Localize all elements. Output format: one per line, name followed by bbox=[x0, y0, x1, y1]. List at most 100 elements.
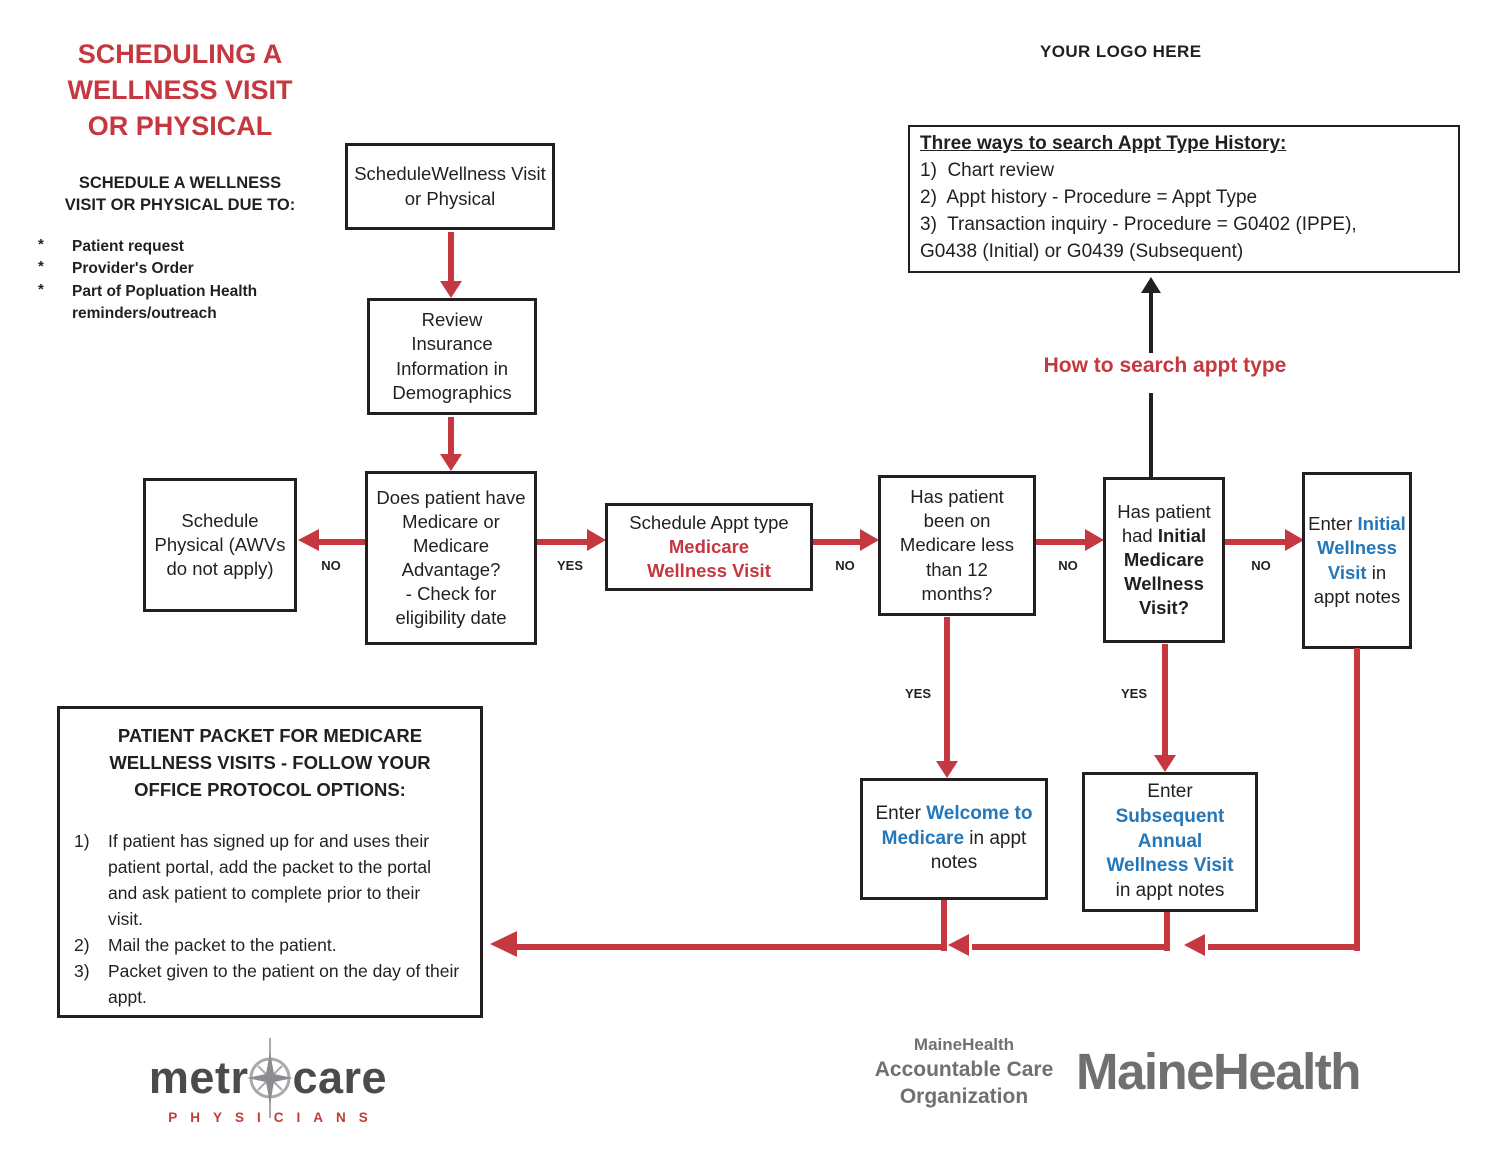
arrow-yes-welcome-shaft bbox=[944, 617, 950, 761]
arrow-up-head bbox=[1141, 277, 1161, 293]
metrocare-word-right: care bbox=[292, 1052, 388, 1103]
arrow-start-to-review-head bbox=[440, 281, 462, 298]
packet-item-text: Mail the packet to the patient. bbox=[108, 935, 337, 955]
connector-subsequent-drop bbox=[1164, 912, 1170, 951]
had-initial-bold: Initial Medicare Wellness Visit? bbox=[1123, 524, 1207, 619]
enter-highlight: Welcome to Medicare bbox=[881, 802, 1033, 849]
arrow-no-enter-initial-head bbox=[1285, 529, 1304, 551]
node-text: Review Insurance Information in Demograp… bbox=[392, 309, 512, 403]
node-medicare-less-12: Has patient been on Medicare less than 1… bbox=[878, 475, 1036, 616]
edge-label-no: NO bbox=[835, 558, 855, 573]
appt-history-title: Three ways to search Appt Type History: bbox=[920, 133, 1287, 154]
node-text: Has patient had Initial Medicare Wellnes… bbox=[1111, 500, 1217, 620]
enter-prefix: Enter bbox=[1308, 513, 1358, 535]
connector-left-run bbox=[516, 944, 945, 950]
reason-bullet-list: * Patient request * Provider's Order * P… bbox=[38, 236, 304, 326]
node-text: Enter Subsequent Annual Wellness Visit i… bbox=[1099, 780, 1241, 903]
aco-logo: MaineHealth Accountable Care Organizatio… bbox=[852, 1034, 1076, 1110]
appt-type-history-box: Three ways to search Appt Type History: … bbox=[908, 125, 1460, 273]
bullet-item: * Provider's Order bbox=[38, 258, 304, 280]
arrow-no-physical-shaft bbox=[316, 539, 365, 545]
bullet-text: Part of Popluation Health reminders/outr… bbox=[72, 282, 258, 323]
node-enter-welcome-medicare: Enter Welcome to Medicare in appt notes bbox=[860, 778, 1048, 900]
packet-item: 2) Mail the packet to the patient. bbox=[74, 933, 466, 959]
node-text: Does patient have Medicare or Medicare A… bbox=[376, 486, 526, 630]
node-enter-subsequent-annual: Enter Subsequent Annual Wellness Visit i… bbox=[1082, 772, 1258, 912]
question-text: Does patient have Medicare or Medicare A… bbox=[376, 486, 526, 580]
arrow-no-less12-shaft bbox=[813, 539, 860, 545]
node-text: Enter Welcome to Medicare in appt notes bbox=[875, 802, 1033, 876]
asterisk-bullet: * bbox=[38, 236, 44, 253]
edge-label-no: NO bbox=[1251, 558, 1271, 573]
appt-type-highlight: Medicare Wellness Visit bbox=[647, 535, 771, 582]
arrow-no-physical-head bbox=[298, 529, 319, 551]
packet-item-number: 1) bbox=[74, 831, 90, 852]
logo-placeholder-text: YOUR LOGO HERE bbox=[1040, 42, 1202, 61]
edge-label-yes: YES bbox=[556, 558, 583, 573]
connector-packet-head bbox=[490, 931, 517, 957]
patient-packet-box: PATIENT PACKET FOR MEDICARE WELLNESS VIS… bbox=[57, 706, 483, 1018]
packet-item-number: 2) bbox=[74, 935, 90, 955]
enter-suffix: in appt notes bbox=[1313, 561, 1401, 607]
appt-history-line: G0438 (Initial) or G0439 (Subsequent) bbox=[920, 240, 1244, 262]
arrow-start-to-review-shaft bbox=[448, 232, 454, 282]
metrocare-physicians-label: PHYSICIANS bbox=[168, 1110, 381, 1125]
packet-item-number: 3) bbox=[74, 960, 90, 981]
node-schedule-wellness: ScheduleWellness Visit or Physical bbox=[345, 143, 555, 230]
connector-initial-drop bbox=[1354, 648, 1360, 951]
packet-title: PATIENT PACKET FOR MEDICARE WELLNESS VIS… bbox=[109, 725, 431, 800]
arrow-yes-appt-shaft bbox=[537, 539, 587, 545]
connector-right-run bbox=[1208, 944, 1357, 950]
node-text: Schedule Appt type Medicare Wellness Vis… bbox=[629, 511, 788, 583]
arrow-yes-appt-head bbox=[587, 529, 606, 551]
arrow-review-to-question-shaft bbox=[448, 417, 454, 455]
packet-item: 3) Packet given to the patient on the da… bbox=[74, 959, 466, 1011]
arrow-yes-subsequent-head bbox=[1154, 755, 1176, 772]
appt-history-line: 2) Appt history - Procedure = Appt Type bbox=[920, 186, 1258, 208]
node-text: ScheduleWellness Visit or Physical bbox=[354, 163, 546, 209]
page-title-line: SCHEDULING A bbox=[77, 39, 283, 69]
connector-welcome-drop bbox=[941, 900, 947, 951]
metrocare-word-left: metr bbox=[148, 1052, 249, 1103]
had-initial-prefix: Has patient had bbox=[1117, 500, 1211, 546]
arrow-no-initial-q-shaft bbox=[1036, 539, 1085, 545]
how-to-search-label: How to search appt type bbox=[1043, 354, 1287, 377]
arrow-no-enter-initial-shaft bbox=[1225, 539, 1285, 545]
appt-type-prefix: Schedule Appt type bbox=[629, 511, 789, 533]
enter-prefix: Enter bbox=[875, 802, 927, 824]
subtitle-line: VISIT OR PHYSICAL DUE TO: bbox=[64, 196, 296, 214]
arrow-up-shaft bbox=[1149, 292, 1153, 353]
subtitle-line: SCHEDULE A WELLNESS bbox=[78, 174, 282, 192]
appt-history-line: 3) Transaction inquiry - Procedure = G04… bbox=[920, 213, 1357, 235]
aco-line: Organization bbox=[899, 1085, 1029, 1108]
edge-label-no: NO bbox=[321, 558, 341, 573]
connector-mid-run bbox=[972, 944, 1167, 950]
arrow-no-initial-q-head bbox=[1085, 529, 1104, 551]
bullet-item: * Part of Popluation Health reminders/ou… bbox=[38, 281, 304, 326]
packet-item-text: Packet given to the patient on the day o… bbox=[108, 960, 460, 1007]
edge-label-no: NO bbox=[1058, 558, 1078, 573]
aco-line: MaineHealth bbox=[913, 1035, 1015, 1054]
node-text: Enter Initial Wellness Visit in appt not… bbox=[1308, 512, 1406, 608]
node-medicare-question: Does patient have Medicare or Medicare A… bbox=[365, 471, 537, 645]
node-schedule-appt-type: Schedule Appt type Medicare Wellness Vis… bbox=[605, 503, 813, 591]
arrow-yes-subsequent-shaft bbox=[1162, 644, 1168, 755]
asterisk-bullet: * bbox=[38, 280, 44, 298]
arrow-no-less12-head bbox=[860, 529, 879, 551]
schedule-due-to-heading: SCHEDULE A WELLNESS VISIT OR PHYSICAL DU… bbox=[30, 172, 330, 216]
bullet-text: Patient request bbox=[72, 238, 184, 255]
connector-mid-head bbox=[948, 934, 969, 956]
metrocare-wordmark: metr care bbox=[118, 1036, 418, 1120]
arrow-review-to-question-head bbox=[440, 454, 462, 471]
node-text: Schedule Physical (AWVs do not apply) bbox=[154, 509, 286, 580]
enter-prefix: Enter bbox=[1147, 781, 1193, 803]
node-schedule-physical: Schedule Physical (AWVs do not apply) bbox=[143, 478, 297, 612]
node-review-insurance: Review Insurance Information in Demograp… bbox=[367, 298, 537, 415]
enter-highlight: Subsequent Annual Wellness Visit bbox=[1106, 805, 1234, 877]
edge-label-yes: YES bbox=[904, 686, 931, 701]
metrocare-logo: metr care PHYSICIANS bbox=[118, 1036, 418, 1125]
compass-icon bbox=[245, 1036, 295, 1120]
asterisk-bullet: * bbox=[38, 258, 44, 276]
node-had-initial-visit: Has patient had Initial Medicare Wellnes… bbox=[1103, 477, 1225, 643]
edge-label-yes: YES bbox=[1120, 686, 1147, 701]
